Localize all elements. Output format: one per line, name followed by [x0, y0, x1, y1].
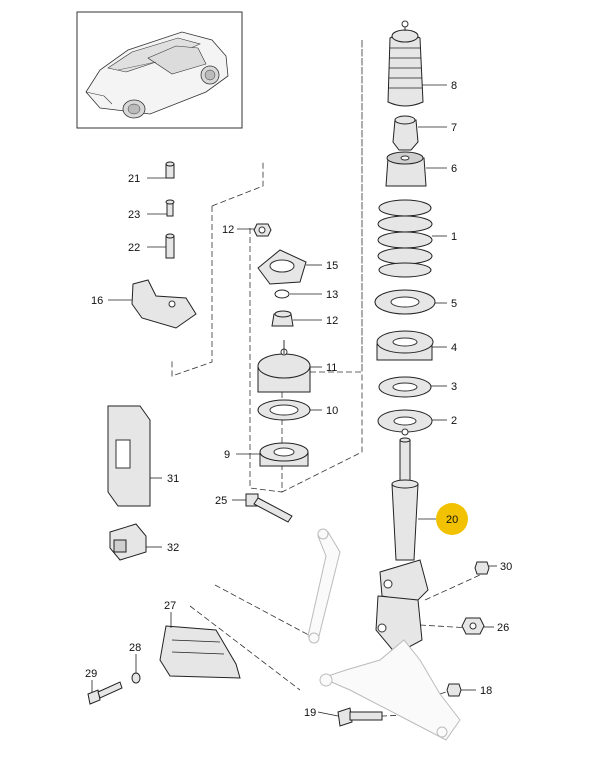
part-27-heat-shield[interactable] — [159, 625, 241, 679]
callout-27[interactable]: 27 — [164, 600, 176, 612]
part-8-protective-boot[interactable] — [387, 20, 424, 107]
callout-13[interactable]: 13 — [326, 289, 338, 301]
part-10-bearing-ring[interactable] — [257, 399, 311, 421]
callout-20[interactable]: 20 — [446, 514, 458, 526]
part-32-connector-module[interactable] — [109, 523, 147, 561]
part-7-bump-stop[interactable] — [392, 115, 419, 151]
callout-12[interactable]: 12 — [326, 315, 338, 327]
part-6-support-cup[interactable] — [385, 151, 427, 187]
part-1-coil-spring[interactable] — [377, 199, 433, 278]
part-21-sensor-pin[interactable] — [165, 161, 175, 179]
part-25-bolt[interactable] — [245, 493, 293, 523]
callout-10[interactable]: 10 — [326, 405, 338, 417]
part-4-spring-seat[interactable] — [376, 330, 434, 361]
part-18-nut[interactable] — [446, 683, 462, 697]
part-20-shock-absorber[interactable] — [375, 437, 429, 655]
callout-18[interactable]: 18 — [480, 685, 492, 697]
part-30-nut[interactable] — [474, 561, 490, 575]
part-11-strut-mount[interactable] — [257, 340, 311, 393]
part-19-bolt[interactable] — [337, 707, 383, 727]
reference-lower-control-arm — [319, 639, 461, 741]
callout-29[interactable]: 28 — [129, 642, 141, 654]
part-2-seal-plate[interactable] — [377, 409, 433, 436]
callout-22[interactable]: 22 — [128, 242, 140, 254]
callout-26[interactable]: 26 — [497, 622, 509, 634]
part-23-screw[interactable] — [165, 199, 175, 217]
callout-7[interactable]: 7 — [451, 122, 457, 134]
part-26-nut[interactable] — [461, 617, 485, 635]
vehicle-thumbnail — [76, 11, 243, 129]
callout-labels: 8 7 6 1 5 4 3 2 20 12 15 13 12 11 10 9 2… — [85, 80, 512, 719]
callout-16[interactable]: 16 — [91, 295, 103, 307]
callout-9[interactable]: 9 — [224, 449, 230, 461]
part-16-bracket[interactable] — [131, 279, 197, 329]
callout-21[interactable]: 21 — [128, 173, 140, 185]
suv-car-illustration — [85, 31, 229, 119]
callout-8[interactable]: 8 — [451, 80, 457, 92]
callout-28[interactable]: 29 — [85, 668, 97, 680]
callout-4[interactable]: 4 — [451, 342, 457, 354]
part-29-washer[interactable] — [131, 672, 141, 684]
callout-6[interactable]: 6 — [451, 163, 457, 175]
part-13-o-ring[interactable] — [274, 289, 290, 299]
part-9-spacer-ring[interactable] — [259, 442, 309, 467]
part-3-washer[interactable] — [378, 376, 432, 398]
reference-stabilizer-link — [307, 528, 341, 644]
callout-17[interactable]: 12 — [222, 224, 234, 236]
highlight-circle-20 — [436, 503, 468, 535]
callout-25[interactable]: 25 — [215, 495, 227, 507]
callout-15[interactable]: 15 — [326, 260, 338, 272]
callout-5[interactable]: 5 — [451, 298, 457, 310]
callout-23[interactable]: 23 — [128, 209, 140, 221]
callout-11[interactable]: 11 — [326, 362, 337, 374]
part-28-bolt[interactable] — [87, 681, 123, 705]
part-17-nut[interactable] — [253, 223, 272, 237]
callout-31[interactable]: 31 — [167, 473, 179, 485]
part-15-upper-mount-plate[interactable] — [257, 249, 307, 285]
callout-19[interactable]: 19 — [304, 707, 316, 719]
part-22-bolt[interactable] — [165, 233, 175, 259]
part-31-control-unit[interactable] — [107, 405, 151, 507]
callout-32[interactable]: 32 — [167, 542, 179, 554]
callout-leaders — [91, 84, 497, 717]
part-5-spring-pad[interactable] — [374, 289, 436, 315]
callout-3[interactable]: 3 — [451, 381, 457, 393]
callout-1[interactable]: 1 — [451, 231, 457, 243]
assembly-guide-lines — [149, 40, 481, 719]
callout-30[interactable]: 30 — [500, 561, 512, 573]
part-12-cap-nut[interactable] — [271, 310, 294, 327]
callout-2[interactable]: 2 — [451, 415, 457, 427]
